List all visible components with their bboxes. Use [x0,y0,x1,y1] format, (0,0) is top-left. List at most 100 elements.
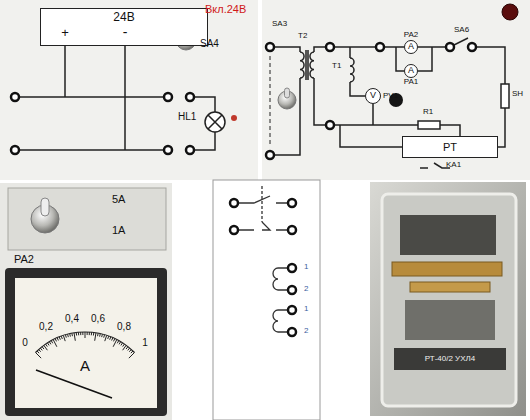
scale-tick [40,348,42,350]
meter-needle [36,370,112,398]
part-label: KA1 [446,161,461,170]
scale-tick [128,348,130,350]
scale-number: 0,4 [65,313,79,324]
schematic-wiring [270,38,505,168]
scale-tick [97,333,99,336]
scale-tick [74,333,75,341]
scale-tick [65,335,67,338]
scale-tick [123,345,127,350]
relay-contacts [392,262,502,276]
pin-number: 1 [304,263,308,272]
scale-tick [99,334,101,337]
scale-tick [108,336,109,339]
scale-tick [87,332,88,335]
scale-tick [119,342,121,345]
meter-face [15,278,157,408]
scale-tick [36,353,42,359]
toggle-switch [278,88,296,109]
node-heading: PA1 [404,78,419,87]
scale-tick [39,349,41,351]
relay-core [405,300,495,340]
node-heading: PV1 [383,92,398,101]
scale-tick [67,334,69,337]
scale-number: 0,8 [117,321,131,332]
scale-tick [80,332,81,335]
scale-tick [91,332,92,335]
terminals [11,93,194,154]
node-text: A [405,65,417,77]
shunt-symbol [501,84,509,108]
part-label: 5A [112,193,125,205]
scale-tick [46,344,48,346]
scale-tick [51,341,52,344]
meter-scale [36,332,135,353]
range-switch-plate [8,188,166,250]
node-text: PT [403,137,497,157]
contact-wiring [238,186,288,332]
terminal-diagram [213,180,320,420]
scale-number: A [80,358,90,375]
scale-tick [121,343,123,346]
node-text: 24В [41,9,207,24]
part-label: - [123,25,128,40]
scale-tick [103,335,105,338]
scale-tick [61,336,62,339]
scale-tick [112,338,113,341]
scale-tick [59,337,60,340]
part-label: + [61,26,69,40]
scale-tick [126,347,128,349]
scale-tick [129,353,135,359]
scale-tick [37,351,39,353]
lamp-symbol [205,112,225,132]
relay-contacts [410,282,490,292]
scale-tick [114,339,115,342]
scale-number: 1 [142,337,148,348]
part-label: РТ-40/2 УХЛ4 [425,355,475,364]
scale-tick [49,342,51,345]
scale-tick [95,333,96,341]
switch-link [270,56,271,144]
scale-tick [71,333,73,336]
part-label: HL1 [178,111,196,122]
relay-housing [382,194,516,406]
part-label: SA4 [200,38,219,49]
scale-tick [101,334,103,337]
part-label: Вкл.24В [205,3,246,15]
scale-tick [76,333,77,336]
scale-number: 0,2 [39,321,53,332]
scale-tick [78,332,79,335]
scale-tick [85,332,86,338]
scale-tick [42,347,44,349]
scale-number: 0 [22,337,28,348]
scale-tick [131,351,133,353]
relay-coil [400,215,496,255]
scale-tick [93,333,94,336]
indicator-lamp [502,4,518,20]
supply-wiring [15,46,215,150]
node-text: V [366,89,380,103]
scale-tick [117,341,118,344]
pin-number: 1 [304,305,308,314]
meter-circle: PA2A [404,40,418,54]
part-label: 1A [112,224,125,236]
inductor-symbol [350,58,354,82]
terminals [230,199,296,336]
pin-number: 2 [304,327,308,336]
part-label: SA3 [272,20,287,29]
scale-tick [110,337,111,340]
meter-panel [0,183,172,420]
scale-tick [89,332,90,335]
scale-tick [69,334,71,337]
scale-tick [113,340,117,347]
part-label: R1 [423,108,433,117]
part-label: SA6 [454,26,469,35]
scale-tick [63,335,65,341]
part-label: T1 [332,62,341,71]
meter-circle: VPV1 [365,88,381,104]
scale-number: 0,6 [91,313,105,324]
node-text: A [405,41,417,53]
resistor-symbol [418,121,440,129]
scale-tick [53,340,57,347]
part-label: PA2 [14,253,34,265]
relay-photo [370,182,526,416]
